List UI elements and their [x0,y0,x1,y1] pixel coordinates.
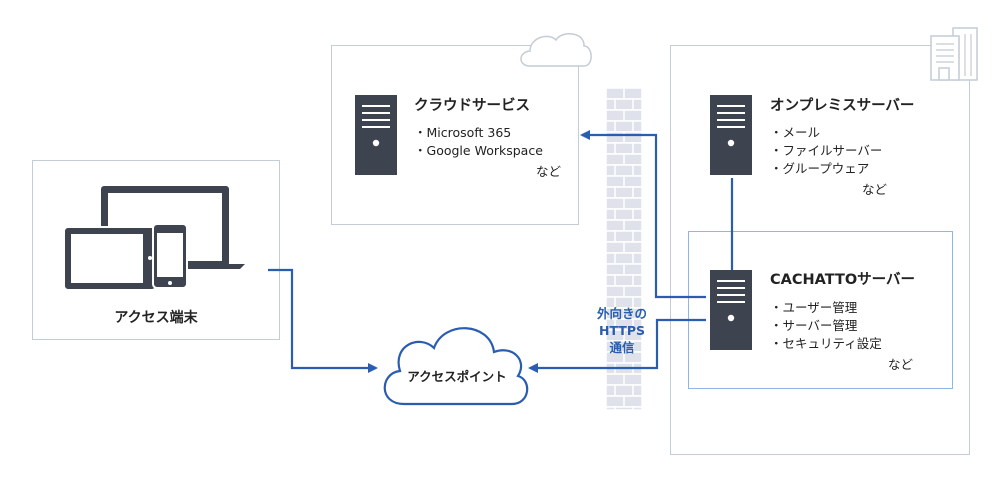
list-item: サーバー管理 [770,317,882,335]
server-icon [355,95,397,175]
access-point-cloud-icon [383,327,529,406]
smartphone-icon [152,223,188,289]
https-label: 外向きの HTTPS 通信 [596,306,647,355]
cloud-services-etc: など [536,164,562,179]
cachatto-title: CACHATTOサーバー [770,272,916,288]
list-item: グループウェア [770,160,882,178]
cachatto-to-accesspoint-arrow [528,318,706,373]
onprem-etc: など [862,182,888,197]
cloud-services-title: クラウドサービス [414,98,530,114]
cloud-icon [520,33,592,67]
tablet-icon [63,226,157,291]
cachatto-box [688,231,953,389]
list-item: Google Workspace [414,142,543,160]
list-item: ユーザー管理 [770,299,882,317]
access-point-label: アクセスポイント [407,369,507,384]
list-item: Microsoft 365 [414,124,543,142]
cachatto-etc: など [888,357,914,372]
list-item: メール [770,124,882,142]
list-item: セキュリティ設定 [770,335,882,353]
brick-row [605,406,643,411]
onprem-list: メール ファイルサーバー グループウェア [770,124,883,178]
list-item: ファイルサーバー [770,142,883,160]
terminal-to-accesspoint-arrow [268,268,378,373]
onprem-title: オンプレミスサーバー [770,98,915,114]
server-icon [710,270,752,350]
server-icon [710,95,752,175]
access-terminal-label: アクセス端末 [114,310,198,326]
building-icon [930,27,978,81]
cachatto-list: ユーザー管理 サーバー管理 セキュリティ設定 [770,299,882,353]
cloud-services-list: Microsoft 365 Google Workspace [414,124,543,160]
cachatto-to-cloud-arrow [580,130,706,299]
